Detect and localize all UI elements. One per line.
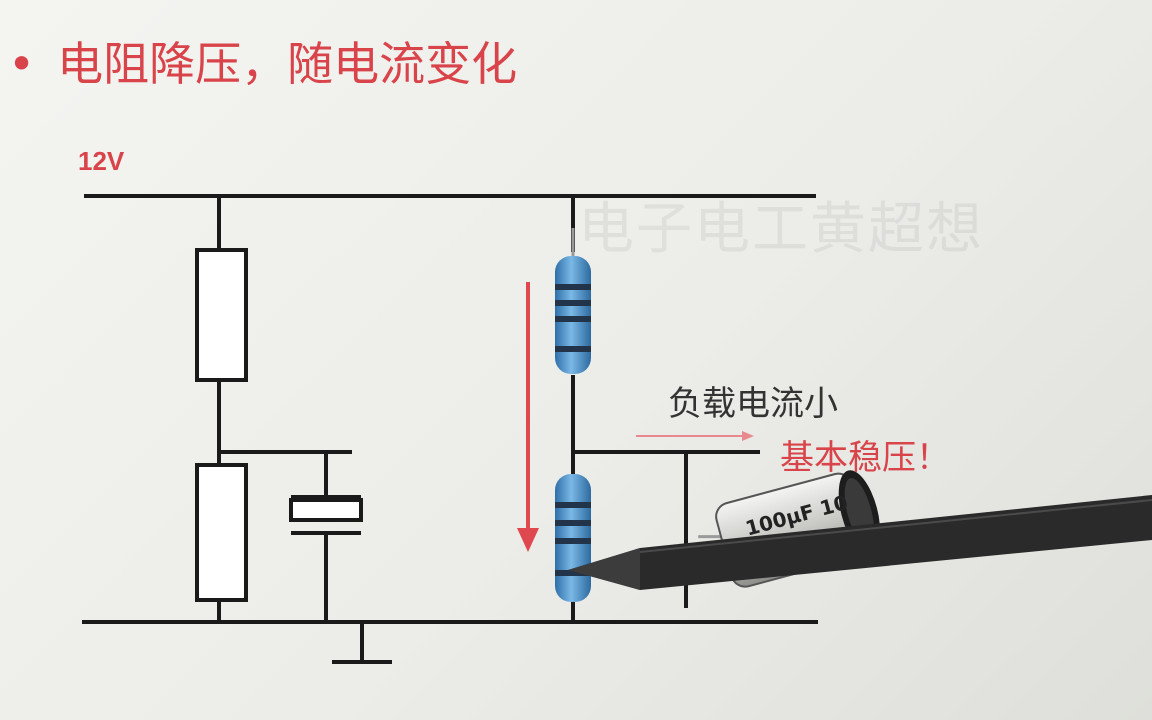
supply-voltage-label: 12V: [78, 146, 125, 176]
physical-resistor-bottom: [555, 474, 591, 602]
resistor-symbol-top: [195, 248, 248, 382]
left-divider-branch: [195, 196, 352, 622]
capacitor-symbol: [289, 452, 363, 622]
bullet-dot: •: [8, 37, 36, 91]
rails: [82, 194, 818, 624]
title-text: 电阻降压，随电流变化: [57, 37, 518, 91]
watermark: 电子电工黄超想: [578, 197, 984, 262]
pointer-arrow: [636, 431, 754, 441]
resistor-symbol-bottom: [195, 463, 248, 602]
slide-title: • 电阻降压，随电流变化: [8, 28, 517, 94]
physical-resistor-top: [555, 228, 591, 374]
note-stable-voltage: 基本稳压！: [780, 438, 950, 478]
note-load-current-small: 负载电流小: [668, 384, 838, 424]
current-arrow: [517, 282, 539, 552]
ground-symbol: [332, 622, 392, 664]
pen-pointer: [568, 495, 1152, 590]
